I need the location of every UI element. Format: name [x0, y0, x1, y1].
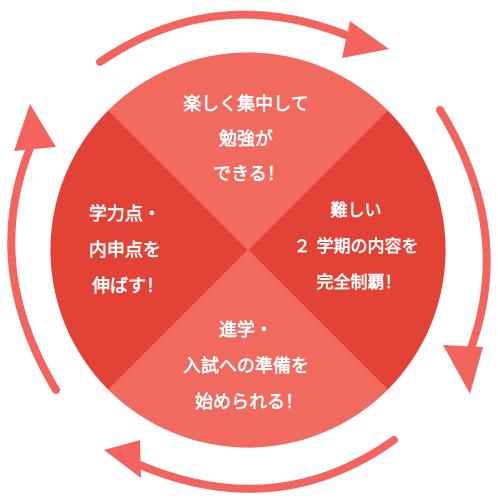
quadrant-top-line-2: 勉強が — [218, 128, 273, 150]
arrow-right-down — [436, 106, 491, 372]
quadrant-top-label: 楽しく集中して 勉強が できる！ — [183, 93, 315, 185]
quadrant-right-line-1: 難しい — [331, 200, 382, 221]
quadrant-right — [248, 110, 446, 390]
arrow-bottom-left-head — [104, 440, 141, 478]
arrow-left-up — [7, 130, 60, 394]
quadrant-left-line-3: 伸ばす！ — [91, 275, 164, 297]
quadrant-bottom-label: 進学・ 入試への準備を 始められる！ — [183, 319, 315, 413]
center-circle — [50, 52, 446, 448]
quadrant-right-line-3: 完全制覇！ — [317, 272, 402, 293]
quadrant-top-line-3: できる！ — [213, 164, 285, 185]
quadrant-left-label: 学力点・ 内申点を 伸ばす！ — [89, 203, 167, 297]
quadrant-left-line-1: 学力点・ — [89, 203, 161, 225]
quadrant-bottom-line-1: 進学・ — [219, 319, 273, 341]
quadrant-bottom-line-3: 始められる！ — [195, 391, 303, 413]
quadrant-left — [50, 110, 248, 390]
arrow-bottom-left — [129, 436, 398, 493]
quadrant-bottom — [108, 250, 388, 448]
arrow-top-right — [96, 10, 362, 66]
quadrant-left-line-2: 内申点を — [89, 239, 161, 261]
quadrant-top — [108, 52, 388, 250]
quadrant-right-line-2: ２ 学期の内容を — [294, 236, 419, 257]
cycle-arrows — [7, 10, 491, 493]
arrow-top-right-head — [342, 21, 389, 58]
quadrant-bottom-line-2: 入試への準備を — [183, 355, 309, 377]
quadrant-right-label: 難しい ２ 学期の内容を 完全制覇！ — [294, 200, 425, 293]
arrow-right-down-head — [443, 345, 483, 394]
quadrant-top-line-1: 楽しく集中して — [183, 93, 308, 115]
arrow-left-up-head — [14, 104, 56, 151]
